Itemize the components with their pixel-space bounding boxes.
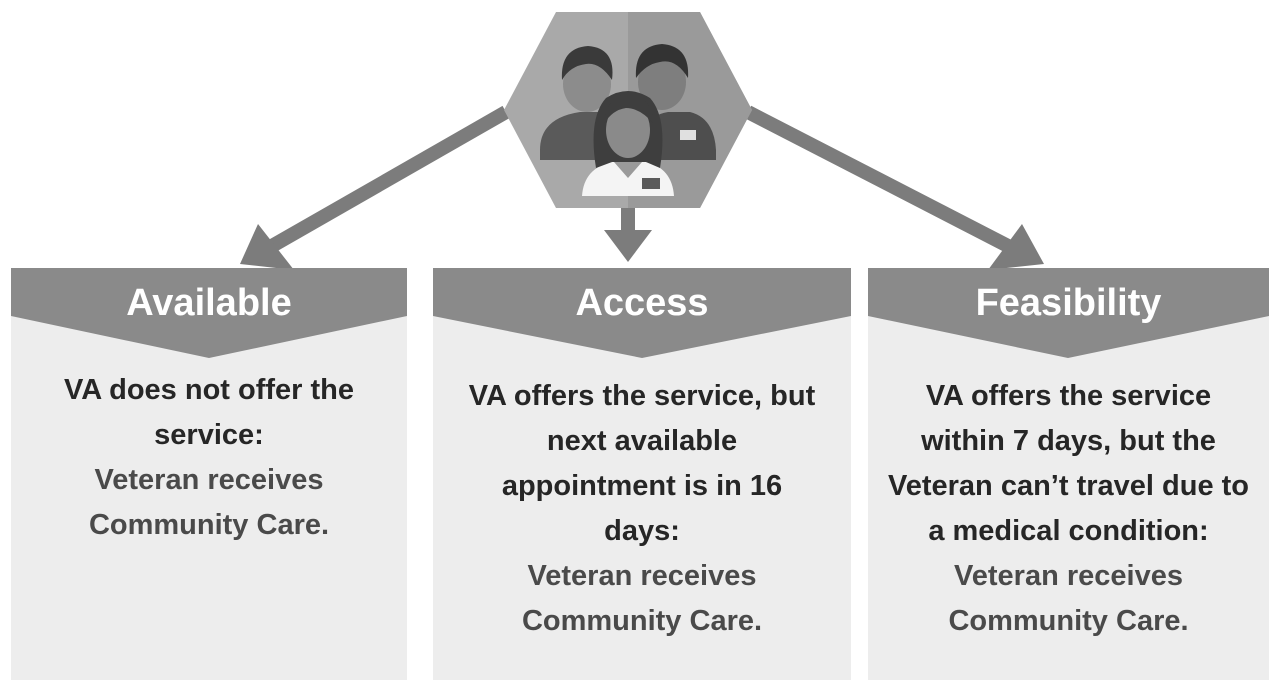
panel-outcome: Veteran receives Community Care. xyxy=(88,464,330,541)
flag-badge-icon xyxy=(642,178,660,189)
panel-title: Feasibility xyxy=(975,282,1162,324)
panel-description: VA offers the service, but next availabl… xyxy=(467,374,817,644)
flag-badge-icon xyxy=(680,130,696,140)
person-front-icon xyxy=(582,91,674,196)
banner-access: Access xyxy=(433,268,851,358)
arrow-left xyxy=(240,105,510,270)
panel-title: Access xyxy=(575,282,709,324)
panel-feasibility: Feasibility VA offers the service within… xyxy=(868,268,1269,680)
panel-outcome: Veteran receives Community Care. xyxy=(948,560,1189,637)
banner-available: Available xyxy=(11,268,407,358)
panel-access: Access VA offers the service, but next a… xyxy=(433,268,851,680)
panel-outcome: Veteran receives Community Care. xyxy=(521,560,763,637)
panel-description: VA does not offer the service: Veteran r… xyxy=(25,368,393,548)
panel-text: VA offers the service, but next availabl… xyxy=(468,380,816,547)
panel-description: VA offers the service within 7 days, but… xyxy=(880,374,1257,644)
panel-title: Available xyxy=(126,282,292,324)
arrow-center xyxy=(604,205,652,262)
panel-text: VA offers the service within 7 days, but… xyxy=(887,380,1249,547)
panel-available: Available VA does not offer the service:… xyxy=(11,268,407,680)
panel-text: VA does not offer the service: xyxy=(64,374,354,451)
veterans-group-icon xyxy=(504,12,752,208)
banner-feasibility: Feasibility xyxy=(868,268,1269,358)
arrow-right xyxy=(744,105,1044,270)
